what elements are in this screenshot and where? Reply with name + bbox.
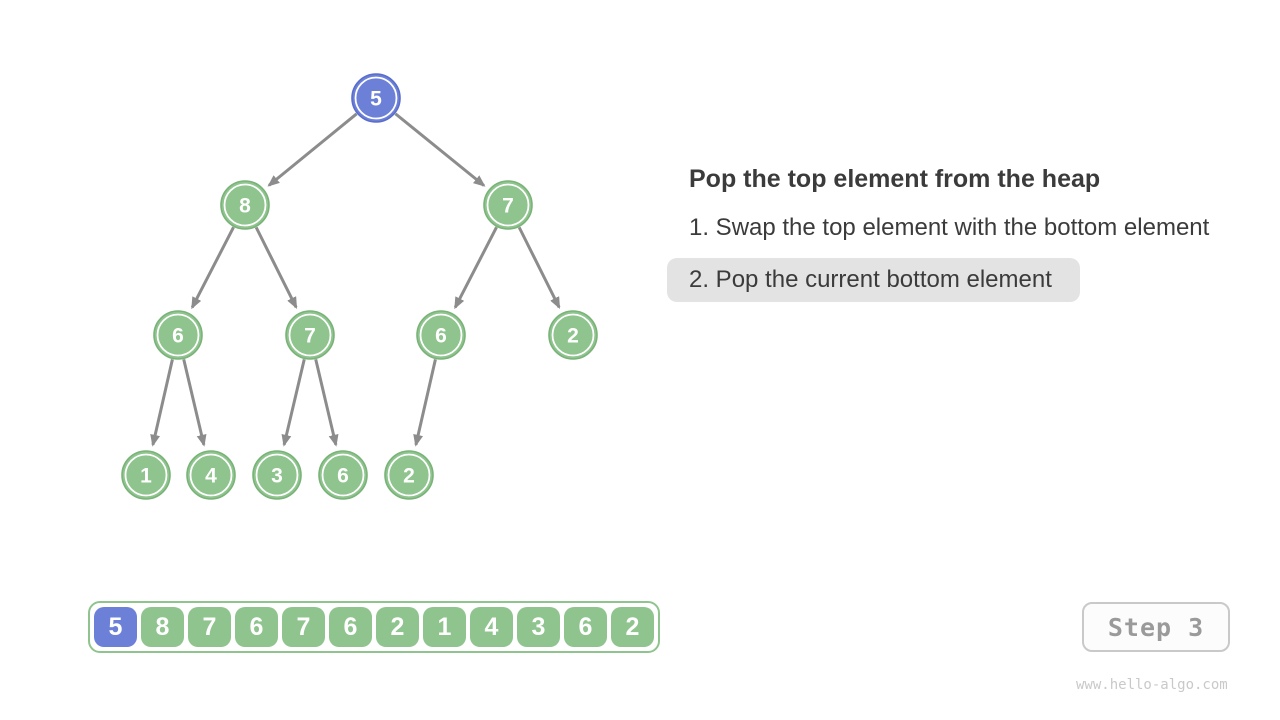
tree-node-value-7: 7 [483,180,533,230]
tree-edge [190,226,235,310]
array-cell-1: 8 [141,607,184,647]
tree-node-value-7: 7 [285,310,335,360]
array-cell-9: 3 [517,607,560,647]
tree-node-value-8: 8 [220,180,270,230]
tree-edges [150,112,561,447]
array-cell-7: 1 [423,607,466,647]
tree-edge [254,226,298,310]
tree-edge [394,112,486,187]
node-value: 7 [304,325,316,348]
node-value: 6 [435,325,447,348]
node-value: 7 [502,195,514,218]
watermark: www.hello-algo.com [1076,677,1228,693]
tree-edge [413,359,437,447]
tree-node-value-4: 4 [186,450,236,500]
node-value: 3 [271,465,283,488]
heap-tree-svg: 5 8 7 6 7 6 2 1 4 3 6 2 [121,73,598,500]
tree-nodes: 5 8 7 6 7 6 2 1 4 3 6 2 [121,73,598,500]
node-value: 2 [403,465,415,488]
node-value: 2 [567,325,579,348]
array-cell-6: 2 [376,607,419,647]
node-value: 1 [140,465,152,488]
tree-edge [453,226,498,310]
tree-edge [267,112,358,187]
array-cell-5: 6 [329,607,372,647]
tree-edge [150,359,174,447]
node-value: 5 [370,88,382,111]
node-value: 6 [337,465,349,488]
node-value: 8 [239,195,251,218]
step-item-2: 2. Pop the current bottom element [667,258,1080,302]
tree-node-value-6: 6 [153,310,203,360]
tree-edge [314,358,339,447]
array-cell-2: 7 [188,607,231,647]
array-cell-0: 5 [94,607,137,647]
tree-node-value-1: 1 [121,450,171,500]
array-cell-10: 6 [564,607,607,647]
node-value: 6 [172,325,184,348]
tree-node-value-3: 3 [252,450,302,500]
panel-title: Pop the top element from the heap [689,165,1101,193]
node-value: 4 [205,465,217,488]
array-cell-4: 7 [282,607,325,647]
tree-edge [281,358,306,447]
array-cell-11: 2 [611,607,654,647]
array-cell-8: 4 [470,607,513,647]
step-badge: Step 3 [1082,602,1230,652]
tree-node-value-2: 2 [384,450,434,500]
tree-edge [182,358,207,447]
tree-edge [517,226,561,310]
tree-node-value-5: 5 [351,73,401,123]
step-item-1: 1. Swap the top element with the bottom … [689,214,1210,241]
tree-node-value-6: 6 [318,450,368,500]
tree-node-value-6: 6 [416,310,466,360]
tree-node-value-2: 2 [548,310,598,360]
array-cell-3: 6 [235,607,278,647]
